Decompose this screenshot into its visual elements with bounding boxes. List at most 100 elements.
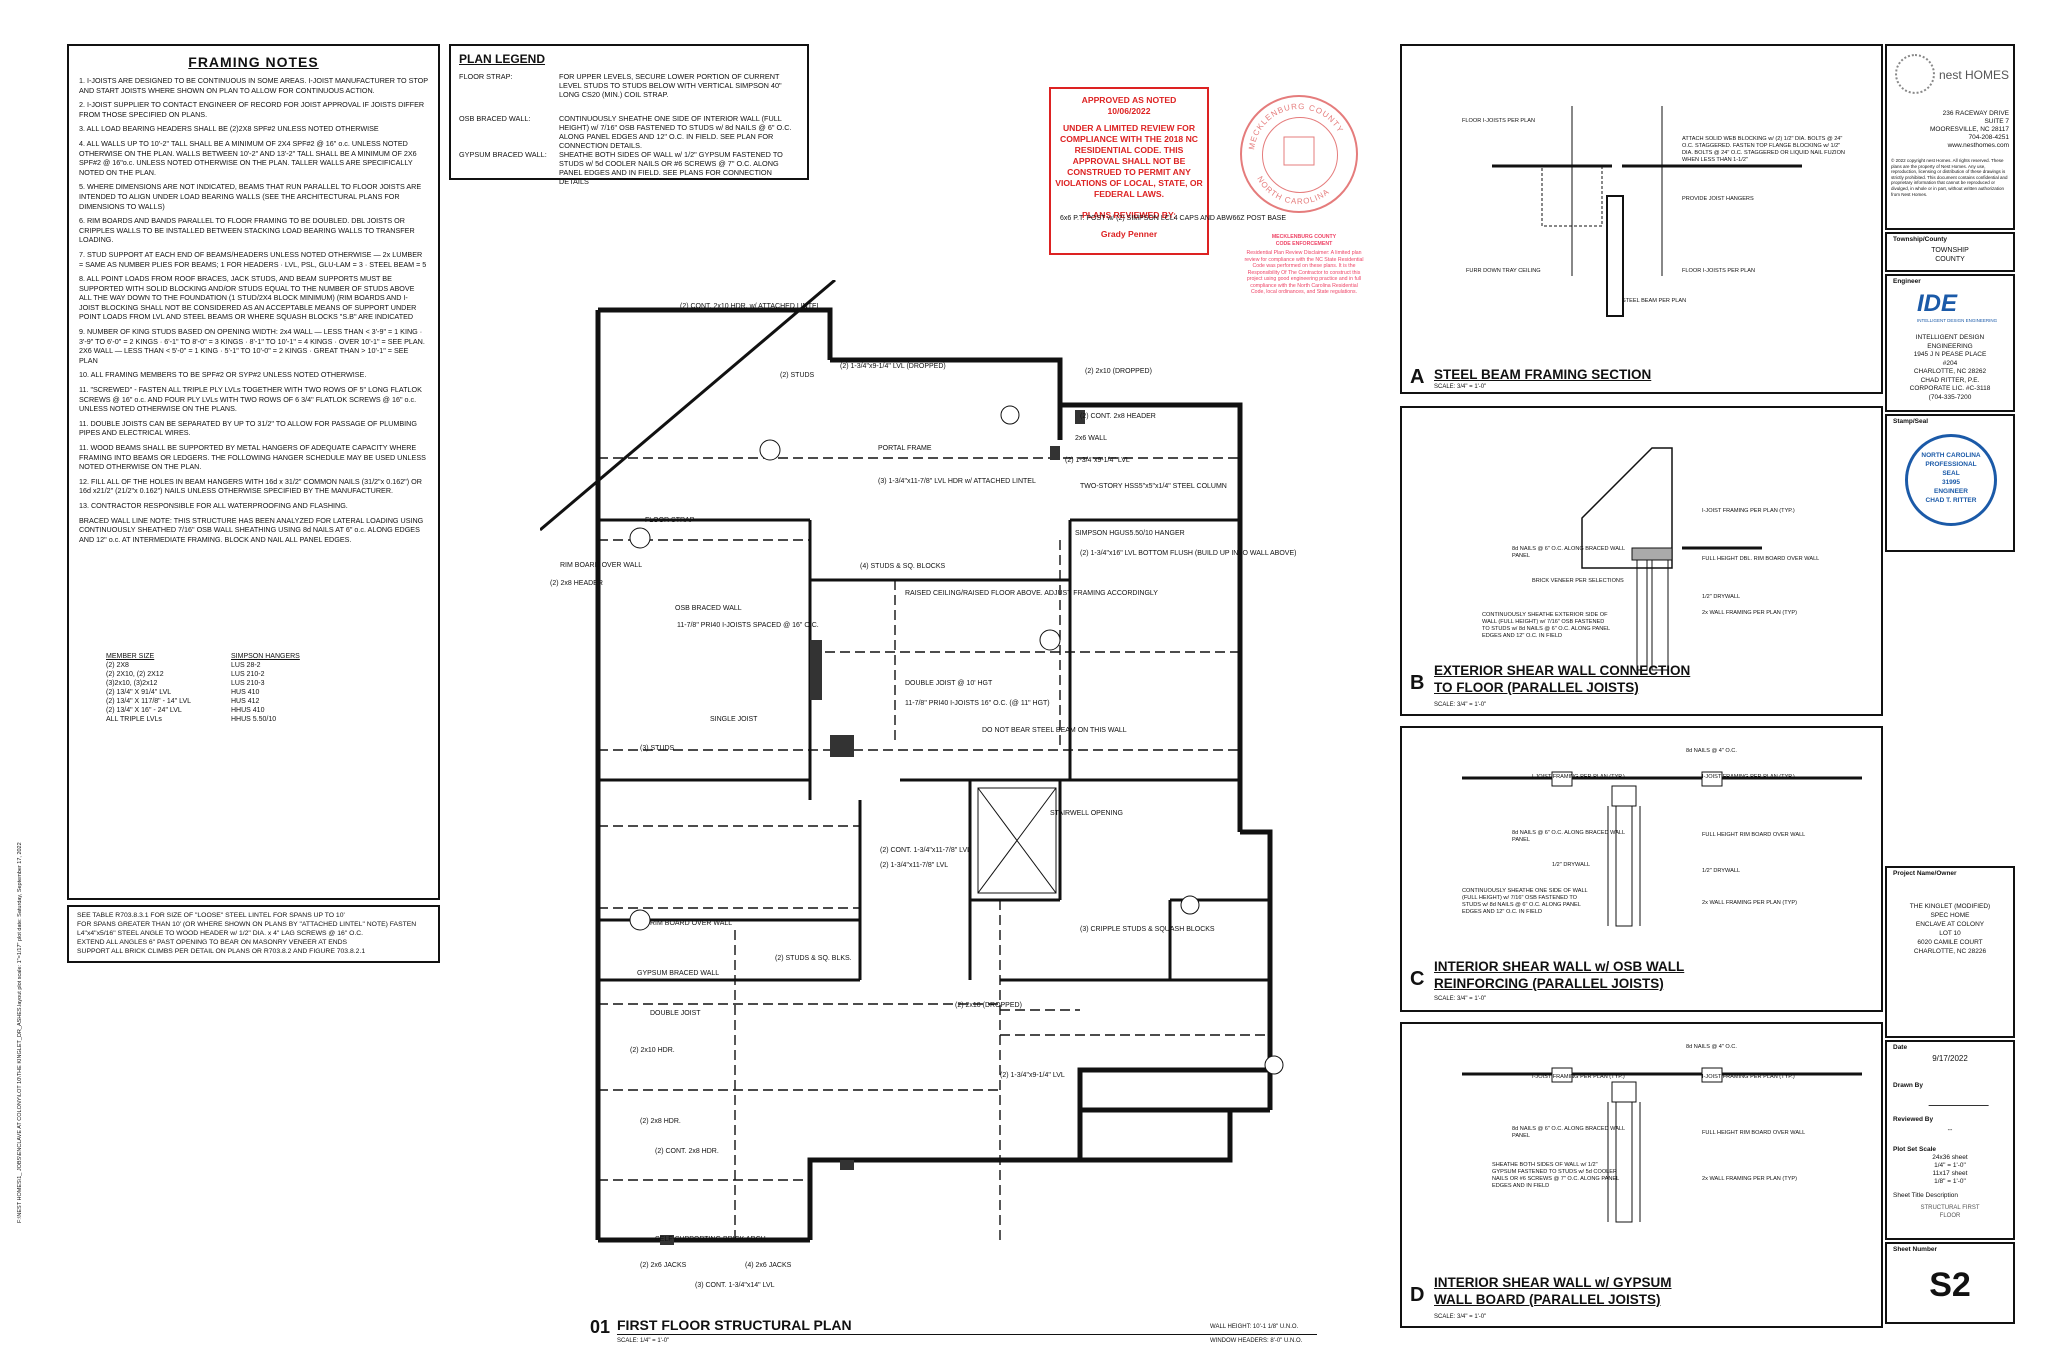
plan-label: DOUBLE JOIST @ 10' HGT — [905, 680, 993, 687]
township-label: Township/County — [1893, 236, 1948, 243]
pe-seal-line: SEAL — [1942, 470, 1960, 477]
engineer-line: CHARLOTTE, NC 28262 — [1913, 368, 1987, 375]
hanger-row: (2) 2X10, (2) 2X12 LUS 210-2 — [106, 670, 356, 679]
framing-note: 9. NUMBER OF KING STUDS BASED ON OPENING… — [79, 327, 425, 365]
plan-label: (2) 2x10 (DROPPED) — [955, 1002, 1022, 1009]
engineer-line: (704-335-7200 — [1928, 393, 1972, 401]
plan-label: (3) 1-3/4"x11-7/8" LVL HDR w/ ATTACHED L… — [878, 478, 1036, 485]
plan-label: (2) CONT. 2x10 HDR. w/ ATTACHED LINTEL — [680, 303, 821, 310]
pe-seal-line: PROFESSIONAL — [1925, 461, 1977, 468]
plan-label: 6x6 P.T. POST w/ (2) SIMPSON LCL4 CAPS A… — [1060, 215, 1287, 222]
detail-note: I-JOIST FRAMING PER PLAN (TYP.) — [1702, 508, 1795, 514]
plan-title: FIRST FLOOR STRUCTURAL PLAN — [617, 1317, 852, 1333]
plan-label: GYPSUM BRACED WALL — [637, 970, 720, 977]
plan-label: (2) 2x6 JACKS — [640, 1262, 687, 1269]
detail-note: I-JOIST FRAMING PER PLAN (TYP.) — [1532, 774, 1625, 780]
plan-label: (2) STUDS — [780, 372, 815, 379]
plan-label: (3) CONT. 1-3/4"x14" LVL — [695, 1282, 775, 1289]
sheet-title-line: FLOOR — [1939, 1213, 1961, 1219]
hanger-header-cell: MEMBER SIZE — [106, 653, 155, 660]
hanger-cell: (2) 13/4" X 16" - 24" LVL — [106, 707, 182, 714]
plan-label: (2) 2x8 HDR. — [640, 1118, 681, 1125]
hanger-header-cell: SIMPSON HANGERS — [231, 653, 300, 660]
company-name: nest HOMES — [1939, 68, 2010, 82]
project-label: Project Name/Owner — [1893, 870, 1957, 877]
legend-text: FOR UPPER LEVELS, SECURE LOWER PORTION O… — [559, 72, 782, 99]
approval-date: 10/06/2022 — [1107, 106, 1151, 116]
project-line: LOT 10 — [1939, 930, 1961, 937]
detail-note: 8d NAILS @ 6" O.C. ALONG BRACED WALL PAN… — [1512, 830, 1625, 843]
detail-note: STEEL BEAM PER PLAN — [1622, 298, 1687, 304]
detail-note: I-JOIST FRAMING PER PLAN (TYP.) — [1532, 1074, 1625, 1080]
company-address-line: SUITE 7 — [1984, 118, 2009, 125]
plan-label: (4) 2x6 JACKS — [745, 1262, 792, 1269]
first-floor-plan-drawing — [540, 280, 1284, 1245]
plan-label: (3) CRIPPLE STUDS & SQUASH BLOCKS — [1080, 926, 1215, 933]
plan-label: 11-7/8" PRI40 I-JOISTS SPACED @ 16" O.C. — [677, 622, 819, 629]
engineer-line: CORPORATE LIC. #C-3118 — [1909, 385, 1991, 392]
plan-label: RAISED CEILING/RAISED FLOOR ABOVE. ADJUS… — [905, 590, 1158, 597]
detail-note: FULL HEIGHT RIM BOARD OVER WALL — [1702, 1130, 1806, 1136]
hanger-cell: LUS 210-2 — [231, 671, 265, 678]
plan-label: (2) 2x8 HEADER — [550, 580, 603, 587]
project-line: CHARLOTTE, NC 28226 — [1913, 948, 1987, 955]
plan-label: SELF-SUPPORTING BRICK ARCH — [655, 1236, 766, 1243]
detail-title: EXTERIOR SHEAR WALL CONNECTION TO FLOOR … — [1434, 663, 1691, 695]
detail-note: I-JOIST FRAMING PER PLAN (TYP.) — [1702, 1074, 1795, 1080]
pe-seal-line: NORTH CAROLINA — [1921, 452, 1981, 459]
engineer-line: #204 — [1942, 359, 1958, 367]
detail-note: FLOOR I-JOISTS PER PLAN — [1682, 268, 1756, 274]
hanger-cell: HHUS 5.50/10 — [231, 716, 277, 723]
plan-label: (2) 1-3/4"x9-1/4" LVL — [1000, 1072, 1065, 1079]
hanger-cell: HUS 412 — [231, 698, 260, 705]
plan-label: RIM BOARD OVER WALL — [650, 920, 733, 927]
seal-bottom-text: NORTH CAROLINA — [1255, 175, 1330, 206]
framing-note: 2. I-JOIST SUPPLIER TO CONTACT ENGINEER … — [79, 100, 425, 119]
project-line: SPEC HOME — [1930, 912, 1970, 919]
detail-scale: SCALE: 3/4" = 1'-0" — [1434, 702, 1487, 708]
pe-seal-line: CHAD T. RITTER — [1925, 497, 1977, 504]
framing-note: 13. CONTRACTOR RESPONSIBLE FOR ALL WATER… — [79, 500, 348, 510]
approval-reviewer: Grady Penner — [1100, 229, 1158, 239]
title-block-engineer: Engineer IDE INTELLIGENT DESIGN ENGINEER… — [1885, 274, 2015, 412]
detail-note: 1/2" DRYWALL — [1702, 868, 1741, 874]
county-review-note: MECKLENBURG COUNTY CODE ENFORCEMENT Resi… — [1244, 234, 1364, 310]
plan-label: SINGLE JOIST — [710, 716, 758, 723]
company-address-line: www.nesthomes.com — [1947, 142, 2009, 149]
framing-note: 8. ALL POINT LOADS FROM ROOF BRACES, JAC… — [79, 274, 417, 322]
ide-logo-text: IDE — [1917, 290, 1958, 317]
detail-note: 8d NAILS @ 6" O.C. ALONG BRACED WALL PAN… — [1512, 1126, 1625, 1139]
detail-note: 8d NAILS @ 4" O.C. — [1686, 748, 1737, 754]
engineer-line: CHAD RITTER, P.E. — [1920, 376, 1980, 384]
plan-label: (2) 1-3/4"x11-7/8" LVL — [880, 862, 949, 869]
plan-legend-panel: PLAN LEGEND FLOOR STRAP:FOR UPPER LEVELS… — [449, 44, 809, 186]
footnote: FOR SPANS GREATER THAN 10' (OR WHERE SHO… — [77, 921, 417, 937]
detail-title: INTERIOR SHEAR WALL w/ GYPSUM WALL BOARD… — [1434, 1275, 1672, 1307]
notes-footnotes: SEE TABLE R703.8.3.1 FOR SIZE OF "LOOSE"… — [67, 905, 440, 963]
sheet-number: S2 — [1929, 1266, 1971, 1304]
project-line: ENCLAVE AT COLONY — [1915, 921, 1985, 928]
footnote: EXTEND ALL ANGLES 6" PAST OPENING TO BEA… — [77, 939, 348, 946]
plan-label: (2) CONT. 2x8 HDR. — [655, 1148, 719, 1155]
plan-label: (2) 1-3/4"x9-1/4" LVL (DROPPED) — [840, 363, 946, 370]
framing-note: 6. RIM BOARDS AND BANDS PARALLEL TO FLOO… — [79, 216, 415, 245]
township-line: TOWNSHIP — [1931, 247, 1969, 254]
county-seal-icon: MECKLENBURG COUNTY NORTH CAROLINA — [1240, 95, 1358, 213]
drawn-signature-icon — [1928, 1092, 1994, 1106]
hanger-cell: LUS 210-3 — [231, 680, 265, 687]
detail-d: 8d NAILS @ 4" O.C.I-JOIST FRAMING PER PL… — [1400, 1022, 1883, 1328]
plan-label: (2) 1-3/4"x9-1/4" LVL — [1065, 457, 1130, 464]
hanger-cell: (2) 2X10, (2) 2X12 — [106, 671, 164, 678]
detail-a-sketch — [1492, 106, 1802, 317]
framing-note: 4. ALL WALLS UP TO 10'-2" TALL SHALL BE … — [79, 138, 417, 177]
detail-note: FULL HEIGHT RIM BOARD OVER WALL — [1702, 832, 1806, 838]
plan-label: STAIRWELL OPENING — [1050, 810, 1123, 817]
scale-label: Plot Set Scale — [1893, 1146, 1936, 1153]
detail-scale: SCALE: 3/4" = 1'-0" — [1434, 384, 1487, 390]
